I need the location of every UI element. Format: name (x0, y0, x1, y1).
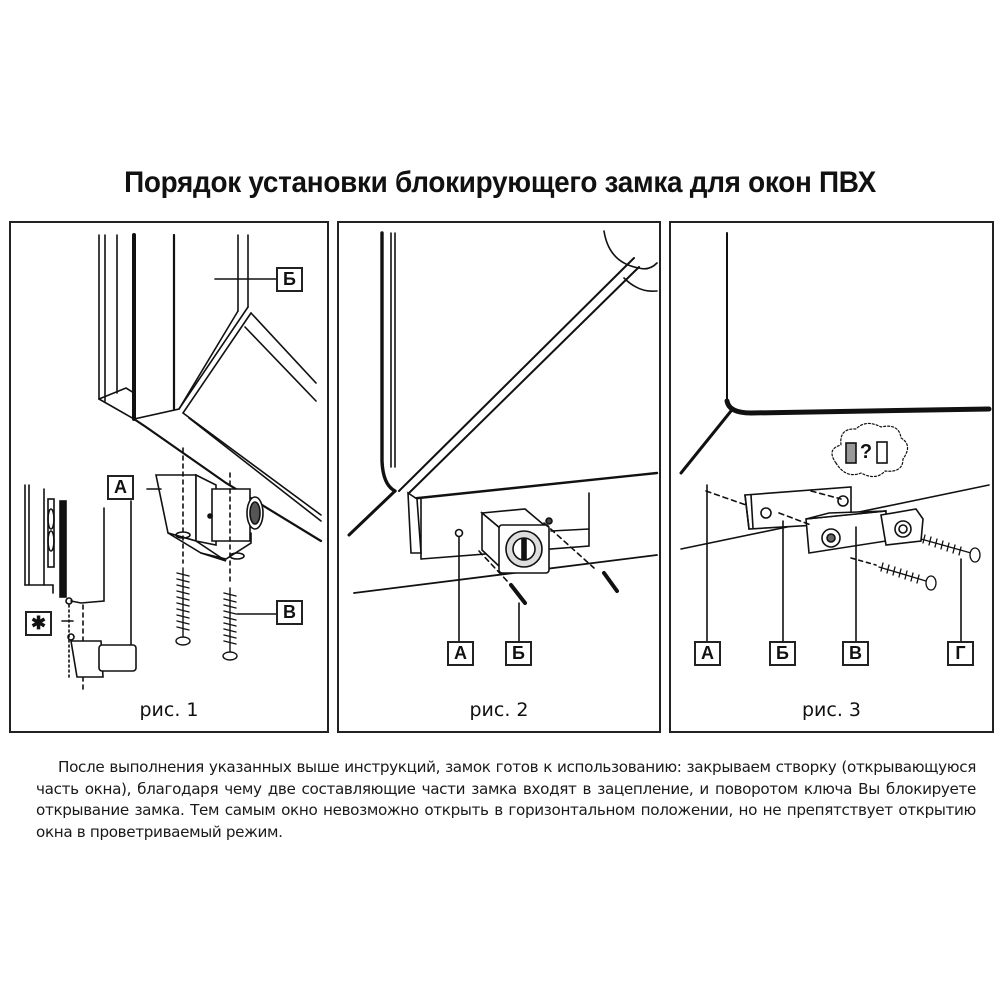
label-a-drill-hole: А (447, 641, 474, 666)
lock-parts-assembly-illustration (679, 232, 992, 642)
label-v-lock-body: В (842, 641, 869, 666)
instructions-paragraph: После выполнения указанных выше инструкц… (36, 758, 976, 841)
figure-2-panel: А Б рис. 2 (337, 221, 661, 733)
page-title: Порядок установки блокирующего замка для… (124, 166, 876, 199)
label-b-pins: Б (505, 641, 532, 666)
figure-3-panel: ? А Б В Г рис. 3 (669, 221, 994, 733)
figure-3-caption: рис. 3 (801, 699, 862, 721)
figure-1-panel: Б А В ✱ рис. 1 (9, 221, 329, 733)
label-g-screws: Г (947, 641, 974, 666)
label-asterisk-detail: ✱ (25, 611, 52, 636)
label-callout-question: ? (859, 440, 873, 463)
label-a-mark: А (694, 641, 721, 666)
figure-1-caption: рис. 1 (139, 699, 199, 721)
lock-installed-on-frame-illustration (347, 230, 659, 654)
label-a-lock-body: А (107, 475, 134, 500)
window-frame-lock-mount-illustration (24, 233, 323, 692)
label-v-screws: В (276, 600, 303, 625)
label-b-window-sash: Б (276, 267, 303, 292)
label-b-strike-plate: Б (769, 641, 796, 666)
figure-2-caption: рис. 2 (469, 699, 529, 721)
